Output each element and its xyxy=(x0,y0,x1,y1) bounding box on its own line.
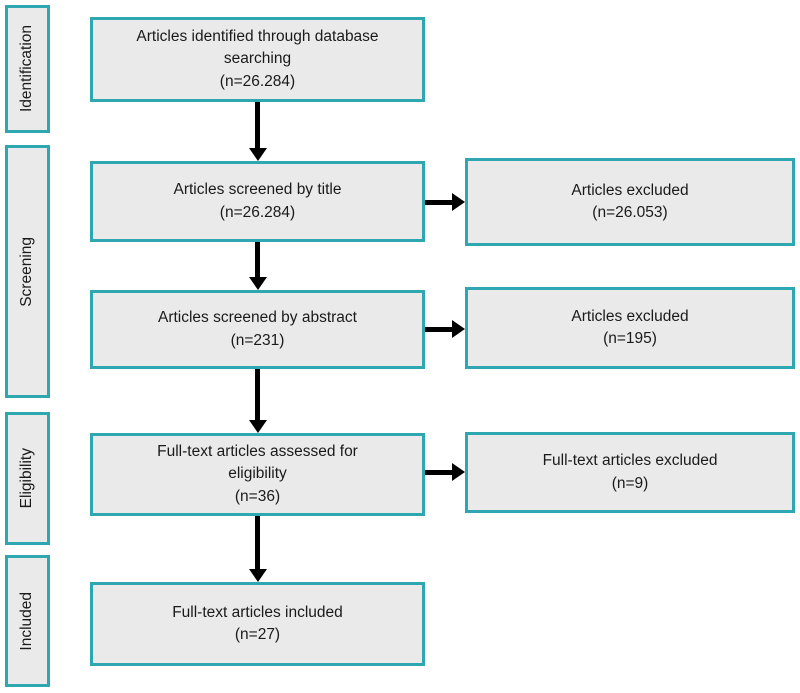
excluded-box-fulltext: Full-text articles excluded (n=9) xyxy=(465,432,795,513)
arrow-right-1-head xyxy=(452,193,465,211)
arrow-right-2-head xyxy=(452,320,465,338)
arrow-right-1-line xyxy=(425,200,453,205)
stage-label-included: Included xyxy=(18,591,36,651)
arrow-down-4-line xyxy=(255,516,260,570)
arrow-right-3-line xyxy=(425,470,453,475)
flow-box-identified: Articles identified through database sea… xyxy=(90,17,425,102)
arrow-down-1-line xyxy=(255,102,260,149)
excluded-box-fulltext-text: Full-text articles excluded (n=9) xyxy=(542,452,718,492)
flow-box-screened-title: Articles screened by title (n=26.284) xyxy=(90,161,425,242)
stage-box-eligibility: Eligibility xyxy=(5,412,50,545)
flow-box-identified-text: Articles identified through database sea… xyxy=(136,27,379,90)
arrow-right-3-head xyxy=(452,463,465,481)
excluded-box-abstract: Articles excluded (n=195) xyxy=(465,287,795,369)
excluded-box-title-text: Articles excluded (n=26.053) xyxy=(571,181,689,221)
excluded-box-title: Articles excluded (n=26.053) xyxy=(465,158,795,246)
flow-box-fulltext-included-text: Full-text articles included (n=27) xyxy=(172,603,343,643)
arrow-down-4-head xyxy=(249,569,267,582)
stage-label-screening: Screening xyxy=(18,236,36,307)
stage-box-screening: Screening xyxy=(5,145,50,398)
arrow-down-2-head xyxy=(249,277,267,290)
excluded-box-abstract-text: Articles excluded (n=195) xyxy=(571,307,689,347)
flow-box-fulltext-assessed: Full-text articles assessed for eligibil… xyxy=(90,433,425,516)
arrow-down-1-head xyxy=(249,148,267,161)
stage-label-identification: Identification xyxy=(18,25,36,113)
stage-box-identification: Identification xyxy=(5,5,50,133)
arrow-down-2-line xyxy=(255,242,260,278)
flow-box-fulltext-included: Full-text articles included (n=27) xyxy=(90,582,425,666)
flow-box-screened-abstract-text: Articles screened by abstract (n=231) xyxy=(157,309,357,349)
stage-box-included: Included xyxy=(5,555,50,687)
flow-box-fulltext-assessed-text: Full-text articles assessed for eligibil… xyxy=(157,442,358,505)
arrow-down-3-head xyxy=(249,420,267,433)
arrow-right-2-line xyxy=(425,327,453,332)
flow-box-screened-title-text: Articles screened by title (n=26.284) xyxy=(173,181,342,221)
stage-label-eligibility: Eligibility xyxy=(18,448,36,509)
flow-box-screened-abstract: Articles screened by abstract (n=231) xyxy=(90,290,425,369)
arrow-down-3-line xyxy=(255,369,260,421)
